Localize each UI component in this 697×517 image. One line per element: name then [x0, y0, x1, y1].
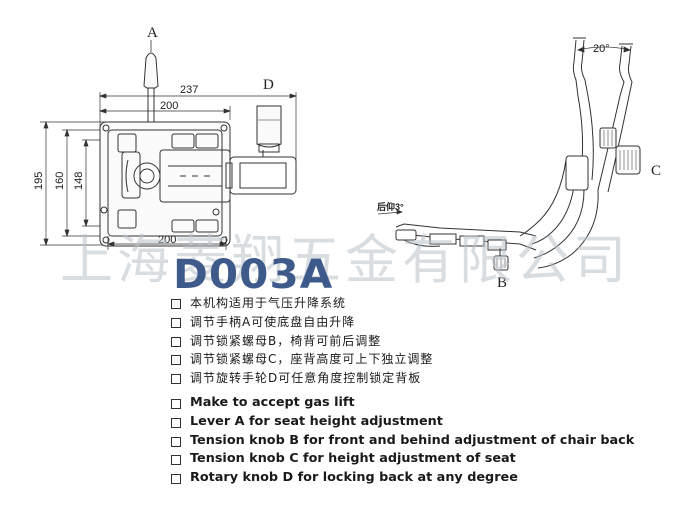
- feature-text: Make to accept gas lift: [190, 394, 355, 410]
- checkbox-icon: [171, 436, 181, 447]
- checkbox-icon: [171, 336, 181, 347]
- label-d: D: [263, 77, 274, 93]
- dimension-200-top-label: 200: [160, 100, 178, 112]
- feature-text: Lever A for seat height adjustment: [190, 413, 443, 429]
- label-angle-20: 20°: [593, 43, 610, 55]
- feature-cn-item: 调节锁紧螺母C，座背高度可上下独立调整: [170, 350, 634, 369]
- feature-cn-item: 调节旋转手轮D可任意角度控制锁定背板: [170, 369, 634, 388]
- company-watermark: 上海菱翔五金有限公司: [60, 230, 630, 291]
- label-c: C: [651, 163, 661, 179]
- feature-en-item: Rotary knob D for locking back at any de…: [170, 469, 634, 488]
- label-a: A: [147, 25, 158, 41]
- dimension-160-label: 160: [54, 172, 66, 190]
- checkbox-icon: [171, 455, 181, 466]
- checkbox-icon: [171, 299, 181, 309]
- feature-text: Tension knob C for height adjustment of …: [190, 451, 516, 467]
- dimension-200-bottom-label: 200: [158, 234, 176, 246]
- side-view: [377, 37, 641, 271]
- checkbox-icon: [171, 398, 181, 409]
- feature-en-item: Make to accept gas lift: [170, 394, 634, 413]
- checkbox-icon: [171, 355, 181, 366]
- top-view: [40, 40, 298, 250]
- angle-20-marker: [577, 46, 631, 53]
- feature-cn-item: 调节手柄A可使底盘自由升降: [170, 313, 634, 332]
- feature-text: 调节锁紧螺母C，座背高度可上下独立调整: [190, 352, 434, 367]
- feature-en-item: Tension knob C for height adjustment of …: [170, 450, 634, 469]
- dimension-237: [98, 92, 298, 160]
- seat-plate: [395, 223, 537, 251]
- dimension-148-label: 148: [73, 172, 85, 190]
- feature-text: 调节手柄A可使底盘自由升降: [190, 314, 356, 329]
- base-plate: [99, 121, 231, 247]
- feature-en-item: Tension knob B for front and behind adju…: [170, 432, 634, 451]
- back-upright: [572, 37, 633, 193]
- feature-cn-item: 调节锁紧螺母B，椅背可前后调整: [170, 332, 634, 351]
- checkbox-icon: [171, 317, 181, 328]
- dimension-195-label: 195: [33, 172, 45, 190]
- checkbox-icon: [171, 374, 181, 385]
- checkbox-icon: [171, 474, 181, 485]
- checkbox-icon: [171, 417, 181, 428]
- knob-c: [599, 127, 641, 175]
- back-bracket: [519, 155, 599, 269]
- feature-text: Rotary knob D for locking back at any de…: [190, 470, 518, 486]
- feature-cn-item: 本机构适用于气压升降系统: [170, 294, 634, 313]
- dimension-200-bottom: [106, 236, 228, 250]
- feature-text: Tension knob B for front and behind adju…: [190, 432, 635, 448]
- label-b: B: [497, 275, 507, 291]
- feature-text: 调节锁紧螺母B，椅背可前后调整: [190, 333, 382, 348]
- feature-en-item: Lever A for seat height adjustment: [170, 413, 634, 432]
- knob-b: [493, 248, 509, 271]
- model-title: D003A: [173, 252, 334, 298]
- tilt-3-marker: [377, 209, 403, 215]
- dimension-vertical: [40, 120, 108, 247]
- feature-text: 调节旋转手轮D可任意角度控制锁定背板: [190, 371, 422, 386]
- knob-d: [225, 105, 297, 195]
- dimension-237-label: 237: [180, 84, 198, 96]
- feature-list: 本机构适用于气压升降系统 调节手柄A可使底盘自由升降 调节锁紧螺母B，椅背可前后…: [170, 294, 634, 488]
- feature-text: 本机构适用于气压升降系统: [190, 296, 347, 310]
- dimension-200-top: [98, 106, 232, 120]
- label-tilt-3: 后仰3°: [377, 201, 404, 212]
